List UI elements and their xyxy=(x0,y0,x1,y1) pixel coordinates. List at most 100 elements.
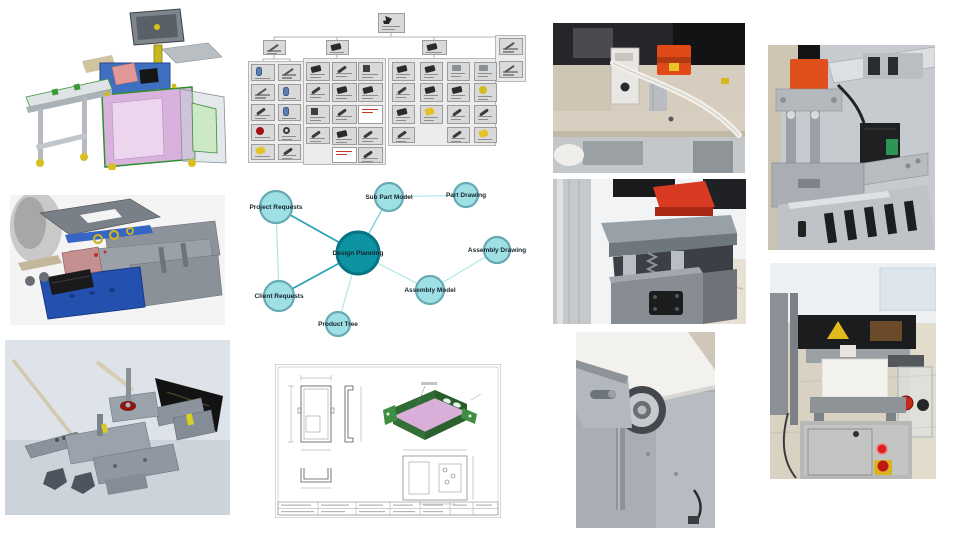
flowchart-node[interactable] xyxy=(251,84,275,101)
detail-view xyxy=(402,449,474,505)
p1-base-slot xyxy=(583,141,643,165)
p5-left-post xyxy=(790,293,798,425)
p5-estop-button[interactable] xyxy=(877,460,889,472)
node-text-line xyxy=(451,97,462,99)
photo-machine-cabinet[interactable] xyxy=(770,263,936,479)
flowchart-node[interactable] xyxy=(306,62,330,81)
network-node-design-planning[interactable] xyxy=(335,230,381,276)
node-text-line xyxy=(362,108,379,110)
node-text-line xyxy=(451,118,462,120)
flowchart-node[interactable] xyxy=(251,124,275,141)
photo-press-block[interactable] xyxy=(553,179,746,324)
dark-foot2 xyxy=(71,472,95,494)
flowchart-node[interactable] xyxy=(378,13,405,33)
cad-machine-render-1[interactable] xyxy=(12,5,230,170)
yellow-part-icon xyxy=(478,128,489,139)
node-text-line xyxy=(310,93,326,95)
flowchart-node[interactable] xyxy=(306,105,330,124)
flowchart-node[interactable] xyxy=(474,105,497,124)
photo-conveyor-roller[interactable] xyxy=(576,332,715,528)
flowchart-node[interactable] xyxy=(420,83,443,102)
flowchart-node[interactable] xyxy=(278,64,301,81)
flowchart-node[interactable] xyxy=(251,104,275,121)
flowchart-node[interactable] xyxy=(306,83,330,102)
p5-mid-frame xyxy=(810,397,906,413)
flowchart-node[interactable] xyxy=(278,104,301,121)
network-node-product-tree[interactable] xyxy=(324,310,352,338)
flowchart-node[interactable] xyxy=(358,105,383,124)
roller-line xyxy=(51,275,91,284)
flowchart-node[interactable] xyxy=(332,127,357,145)
photo-slide-unit[interactable] xyxy=(768,45,935,250)
p1-base-slot2 xyxy=(693,141,733,173)
cad-machine-render-2[interactable] xyxy=(10,195,225,325)
p1-plastic-bag xyxy=(554,144,584,166)
flowchart-node[interactable] xyxy=(278,84,301,101)
p4-slot-a xyxy=(823,212,838,244)
flowchart-node[interactable] xyxy=(278,124,301,141)
flowchart-node[interactable] xyxy=(474,127,497,143)
flowchart-node[interactable] xyxy=(392,83,415,102)
flowchart-node[interactable] xyxy=(251,64,275,81)
flowchart-node[interactable] xyxy=(392,62,415,81)
cad-fixture-render-3[interactable] xyxy=(5,340,230,515)
flowchart-node[interactable] xyxy=(306,127,330,144)
flowchart-node[interactable] xyxy=(358,127,383,145)
node-text-line xyxy=(362,137,379,139)
node-text-line xyxy=(396,119,407,121)
flowchart-node[interactable] xyxy=(278,144,301,160)
iso-tray xyxy=(383,382,482,440)
node-text-line xyxy=(503,51,514,53)
p2-spring xyxy=(645,252,659,274)
flowchart-node[interactable] xyxy=(358,83,383,102)
photo-machine-top[interactable] xyxy=(553,23,745,173)
network-node-project-requests[interactable] xyxy=(258,189,294,225)
flowchart-node[interactable] xyxy=(499,38,523,55)
flowchart-node[interactable] xyxy=(422,40,447,55)
network-node-client-requests[interactable] xyxy=(262,279,296,313)
network-node-assembly-drawing[interactable] xyxy=(482,235,512,265)
p3-connector xyxy=(688,516,699,524)
flowchart-node[interactable] xyxy=(332,147,357,163)
p4-sub-slot1 xyxy=(868,57,880,75)
flowchart-node[interactable] xyxy=(447,62,470,81)
node-text-line xyxy=(396,93,411,95)
flowchart-node[interactable] xyxy=(263,40,286,55)
flowchart-node[interactable] xyxy=(447,127,470,143)
yellow-ring3 xyxy=(126,227,134,235)
flowchart-node[interactable] xyxy=(420,62,443,81)
flowchart-node[interactable] xyxy=(474,83,497,102)
flowchart-node[interactable] xyxy=(392,105,415,124)
flowchart-node[interactable] xyxy=(392,127,415,143)
flowchart-node[interactable] xyxy=(420,105,443,124)
black-part xyxy=(139,68,159,84)
flowchart-node[interactable] xyxy=(251,144,275,160)
node-text-line xyxy=(478,72,493,74)
network-node-part-drawing[interactable] xyxy=(452,181,480,209)
flowchart-node[interactable] xyxy=(474,62,497,81)
flowchart-node[interactable] xyxy=(326,40,349,55)
technical-drawing-sheet[interactable] xyxy=(275,364,501,518)
node-text-line xyxy=(424,119,435,121)
flowchart-node[interactable] xyxy=(332,62,357,81)
network-node-sub-part-model[interactable] xyxy=(373,181,405,213)
yellow-clip-r xyxy=(185,413,194,426)
flowchart-node[interactable] xyxy=(447,83,470,102)
p1-beige-left xyxy=(553,65,611,115)
node-text-line xyxy=(255,94,271,96)
p4-motor-cable xyxy=(836,83,866,124)
shadow-smudge2 xyxy=(14,197,46,249)
flowchart-node[interactable] xyxy=(358,62,383,81)
dark-part-icon xyxy=(336,129,348,139)
flowchart-node[interactable] xyxy=(499,61,523,78)
flowchart-node[interactable] xyxy=(358,147,383,163)
p1-table-edge xyxy=(553,131,745,137)
node-text-line xyxy=(310,119,321,121)
flowchart-node[interactable] xyxy=(447,105,470,124)
flowchart-node[interactable] xyxy=(332,105,357,124)
node-text-line xyxy=(362,140,374,142)
node-text-line xyxy=(255,158,266,159)
p5-leg2 xyxy=(886,413,896,427)
flowchart-node[interactable] xyxy=(332,83,357,102)
network-node-assembly-model[interactable] xyxy=(414,274,446,306)
